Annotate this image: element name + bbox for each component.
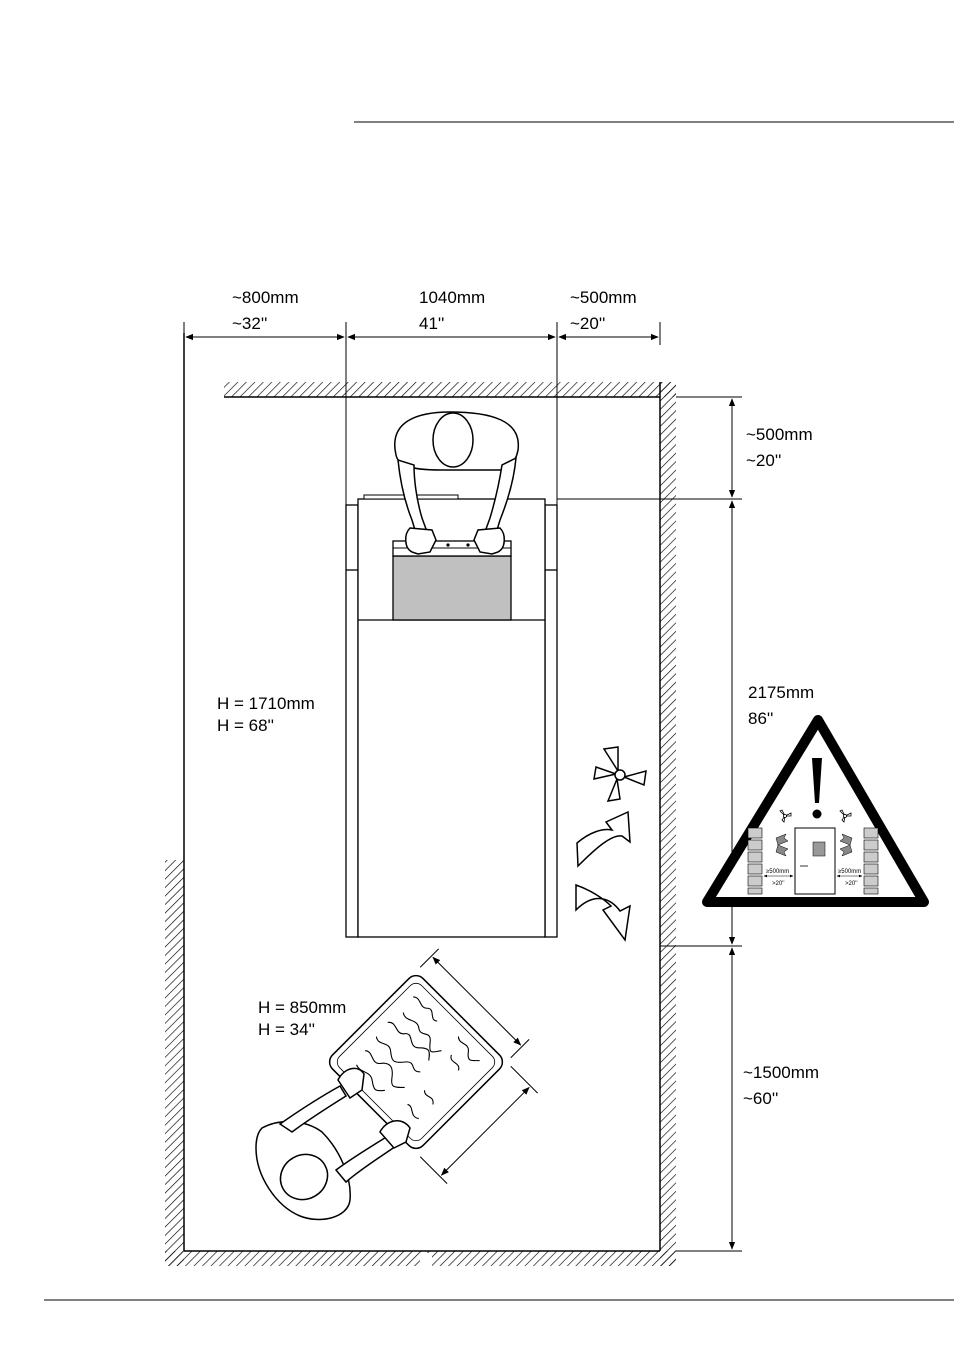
module-width-in: 41'' xyxy=(419,314,444,333)
back-wall xyxy=(224,382,676,397)
sign-cabinet-panel xyxy=(813,842,825,856)
back-clearance-in: ~20'' xyxy=(746,451,781,470)
left-clearance-in: ~32'' xyxy=(232,314,267,333)
tray-dim-extension-a xyxy=(420,949,438,967)
module-width-mm: 1040mm xyxy=(419,288,485,307)
operator-bottom-left-arm xyxy=(280,1086,346,1132)
tray-dim-extension-b xyxy=(511,1039,529,1057)
tray-height-in: H = 34'' xyxy=(258,1020,315,1039)
equipment-module xyxy=(346,495,557,937)
tray-dim-extension-c xyxy=(511,1066,538,1093)
fan-icon xyxy=(594,747,646,801)
warning-sign: ≥500mm >20'' ≥500mm >20'' xyxy=(707,720,924,902)
airflow-arrows xyxy=(576,812,630,940)
module-depth-mm: 2175mm xyxy=(748,683,814,702)
module-height-in: H = 68'' xyxy=(217,716,274,735)
operator-top-left-hand xyxy=(406,528,436,554)
operator-bottom-right-arm xyxy=(336,1136,396,1182)
operator-top-head xyxy=(433,413,473,467)
back-clearance-mm: ~500mm xyxy=(746,425,813,444)
module-depth-in: 86'' xyxy=(748,709,773,728)
left-wall xyxy=(165,860,184,1266)
operator-top-right-hand xyxy=(474,528,504,554)
module-height-mm: H = 1710mm xyxy=(217,694,315,713)
front-clearance-in: ~60'' xyxy=(743,1089,778,1108)
airflow-in-arrow-icon xyxy=(576,885,630,940)
sign-right-gap-mm: ≥500mm xyxy=(838,869,861,875)
airflow-out-arrow-icon xyxy=(577,812,630,866)
sign-cabinet xyxy=(795,828,835,894)
control-panel xyxy=(393,556,511,620)
sign-left-gap-mm: ≥500mm xyxy=(766,869,789,875)
front-clearance-mm: ~1500mm xyxy=(743,1063,819,1082)
left-clearance-mm: ~800mm xyxy=(232,288,299,307)
tray-dim-extension-d xyxy=(420,1157,447,1184)
stone-tray xyxy=(325,971,506,1152)
right-clearance-mm: ~500mm xyxy=(570,288,637,307)
right-wall xyxy=(660,382,676,1266)
sign-right-gap-in: >20'' xyxy=(845,881,857,887)
sign-left-gap-in: >20'' xyxy=(772,881,784,887)
right-clearance-in: ~20'' xyxy=(570,314,605,333)
sign-left-brick-wall xyxy=(748,828,762,894)
front-wall-gap xyxy=(420,1253,432,1266)
stone-tray-assembly xyxy=(256,949,560,1220)
sign-right-brick-wall xyxy=(864,828,878,894)
tray-height-mm: H = 850mm xyxy=(258,998,346,1017)
